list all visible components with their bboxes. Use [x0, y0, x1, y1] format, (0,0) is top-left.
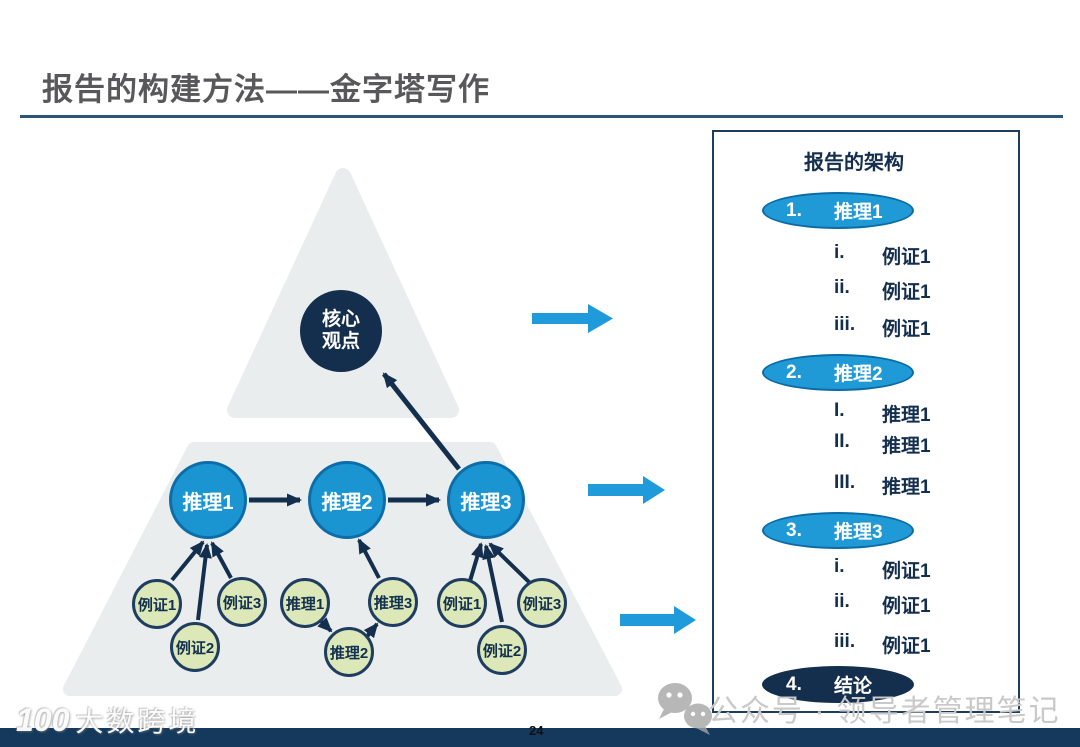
core-viewpoint-line2: 观点 — [321, 331, 360, 352]
brand-logo: 100 大数跨境 — [16, 700, 199, 740]
sub-item: III. 推理1 — [834, 472, 931, 499]
sub-item: i. 例证1 — [834, 242, 931, 269]
sub-item-label: 推理1 — [882, 436, 931, 457]
level-arrow-top — [532, 304, 613, 333]
arrow-evidence1-to-reason3 — [468, 542, 484, 582]
brand-logo-text: 大数跨境 — [75, 706, 200, 737]
watermark-text: 公众号 · 领导者管理笔记 — [708, 695, 1061, 728]
reason3-node: 推理3 — [447, 461, 525, 539]
sub-item-number: II. — [834, 431, 850, 452]
evidence-node: 例证3 — [217, 577, 267, 627]
arrow-evidence2-to-reason3 — [482, 544, 504, 623]
bottom-bar — [0, 728, 1080, 747]
reason1-node: 推理1 — [169, 461, 247, 539]
sub-item-number: III. — [834, 472, 856, 493]
brand-logo-mark: 100 — [16, 702, 70, 738]
page-number: 24 — [529, 723, 544, 738]
sub-item-number: i. — [834, 242, 845, 263]
sub-item-label: 例证1 — [882, 282, 931, 303]
section-ellipse-4-conclusion: 4. 结论 — [762, 666, 914, 703]
wechat-icon — [658, 683, 712, 735]
core-viewpoint-node: 核心 观点 — [300, 290, 382, 372]
sub-item-label: 推理1 — [882, 477, 931, 498]
sub-item: ii. 例证1 — [834, 277, 931, 304]
sub-item: i. 例证1 — [834, 556, 931, 583]
arrow-evidence3-to-reason3 — [488, 542, 532, 585]
sub-item: I. 推理1 — [834, 400, 931, 427]
sub-item-label: 例证1 — [882, 596, 931, 617]
sub-reason-node: 推理3 — [368, 577, 418, 627]
section-label: 推理1 — [834, 202, 883, 223]
sub-item: ii. 例证1 — [834, 591, 931, 618]
level-arrow-bottom — [620, 606, 696, 634]
sub-item-label: 例证1 — [882, 636, 931, 657]
section-number: 4. — [786, 673, 802, 695]
sub-item: II. 推理1 — [834, 431, 931, 458]
evidence-node: 例证2 — [477, 625, 527, 675]
sub-item-number: iii. — [834, 631, 856, 652]
section-number: 1. — [786, 199, 802, 221]
report-structure-panel: 报告的架构 1. 推理1 i. 例证1 ii. 例证1 iii. 例证1 2. … — [712, 130, 1020, 713]
title-underline — [20, 115, 1063, 118]
evidence-node: 例证1 — [132, 579, 182, 629]
sub-item-label: 例证1 — [882, 247, 931, 268]
arrow-evidence1-to-reason1 — [170, 540, 205, 582]
page-title: 报告的构建方法——金字塔写作 — [42, 72, 490, 107]
sub-item-number: iii. — [834, 314, 856, 335]
arrow-reason3-to-core — [382, 372, 461, 471]
core-viewpoint-line1: 核心 — [321, 309, 360, 330]
evidence-node: 例证2 — [170, 622, 220, 672]
section-number: 3. — [786, 519, 802, 541]
evidence-node: 例证3 — [517, 578, 567, 628]
section-number: 2. — [786, 361, 802, 383]
arrow-evidence2-to-reason1 — [196, 543, 212, 621]
sub-item-label: 例证1 — [882, 319, 931, 340]
sub-reason-node: 推理1 — [280, 578, 330, 628]
panel-title: 报告的架构 — [804, 152, 904, 174]
level-arrows — [532, 304, 696, 634]
section-label: 结论 — [834, 676, 873, 697]
sub-reason-node: 推理2 — [324, 627, 374, 677]
section-ellipse-2: 2. 推理2 — [762, 354, 914, 391]
sub-item: iii. 例证1 — [834, 314, 931, 341]
section-label: 推理3 — [834, 522, 883, 543]
connector-arrows — [170, 372, 532, 641]
sub-item: iii. 例证1 — [834, 631, 931, 658]
section-ellipse-1: 1. 推理1 — [762, 192, 914, 229]
sub-item-number: I. — [834, 400, 845, 421]
evidence-node: 例证1 — [437, 578, 487, 628]
sub-item-label: 推理1 — [882, 405, 931, 426]
arrow-subreason1-to-subreason2 — [317, 617, 333, 633]
sub-item-number: ii. — [834, 591, 850, 612]
sub-item-label: 例证1 — [882, 561, 931, 582]
arrow-subreason3-to-reason2 — [357, 538, 381, 579]
level-arrow-middle — [588, 476, 665, 504]
sub-item-number: i. — [834, 556, 845, 577]
section-ellipse-3: 3. 推理3 — [762, 512, 914, 549]
sub-item-number: ii. — [834, 277, 850, 298]
reason2-node: 推理2 — [308, 461, 386, 539]
arrow-evidence3-to-reason1 — [210, 541, 233, 579]
section-label: 推理2 — [834, 364, 883, 385]
